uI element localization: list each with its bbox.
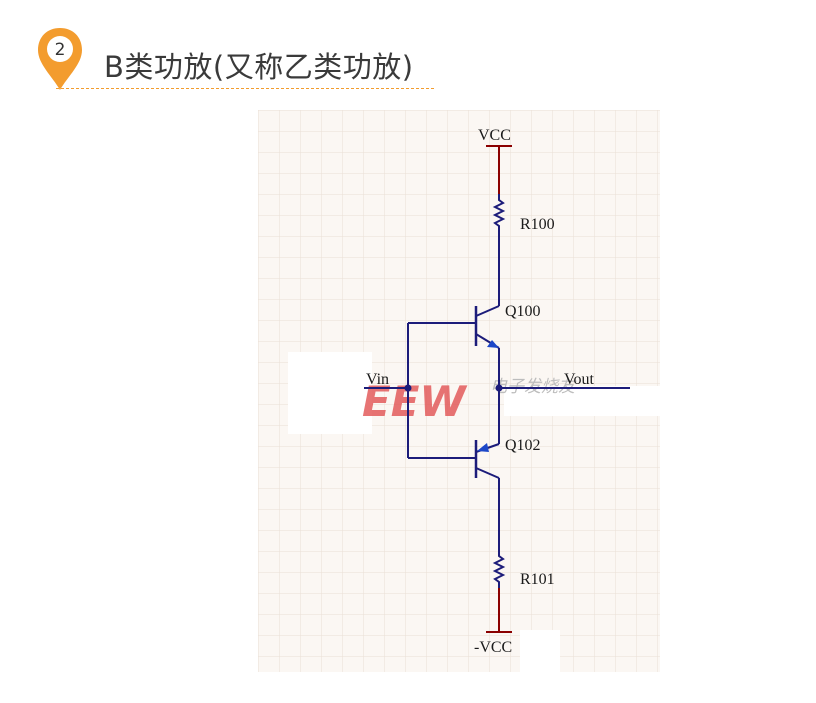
resistor-r101 bbox=[492, 550, 506, 588]
title-divider bbox=[56, 88, 434, 89]
vin-label: Vin bbox=[366, 371, 389, 388]
r101-label: R101 bbox=[520, 571, 555, 588]
transistor-q100 bbox=[474, 305, 500, 349]
resistor-r100 bbox=[492, 194, 506, 232]
watermark-logo: EEW bbox=[362, 377, 468, 426]
watermark-backdrop-right bbox=[504, 386, 660, 416]
q100-label: Q100 bbox=[505, 303, 541, 320]
r100-label: R100 bbox=[520, 216, 555, 233]
watermark-backdrop-bottom bbox=[520, 630, 560, 672]
watermark-backdrop-left bbox=[288, 352, 372, 434]
neg-vcc-rail bbox=[486, 588, 512, 633]
input-junction bbox=[404, 384, 412, 392]
vcc-rail bbox=[486, 145, 512, 194]
section-title: B类功放(又称乙类功放) bbox=[104, 50, 414, 84]
vcc-label: VCC bbox=[478, 127, 511, 144]
watermark-text: 电子发烧友 bbox=[490, 377, 577, 396]
q102-label: Q102 bbox=[505, 437, 541, 454]
section-number: 2 bbox=[55, 40, 66, 60]
map-pin-icon: 2 bbox=[38, 28, 82, 90]
class-b-amplifier-schematic: EEW 电子发烧友 VCC R100 Q100 Vout Q102 Vin bbox=[258, 110, 660, 672]
vout-label: Vout bbox=[564, 371, 594, 388]
neg-vcc-label: -VCC bbox=[474, 639, 512, 656]
